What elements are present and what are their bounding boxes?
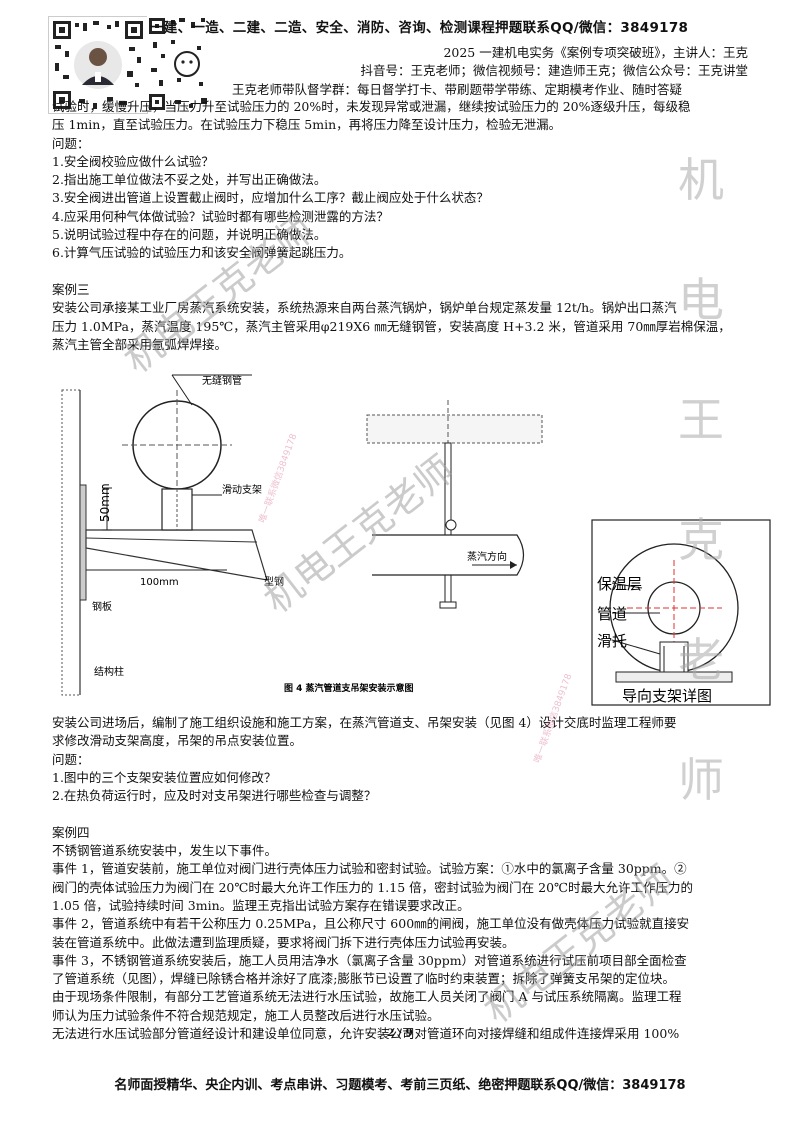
paragraph: 1.图中的三个支架安装位置应如何修改？	[52, 769, 277, 785]
paragraph: 事件 1，管道安装前，施工单位对阀门进行壳体压力试验和密封试验。试验方案：①水中…	[52, 861, 687, 877]
paragraph: 6.计算气压试验的试验压力和该安全阀弹簧起跳压力。	[52, 245, 352, 261]
steel-plate-label: 钢板	[92, 600, 112, 613]
paragraph: 安装公司承接某工业厂房蒸汽系统安装，系统热源来自两台蒸汽锅炉，锅炉单台规定蒸发量…	[52, 300, 677, 316]
section-steel-label: 型钢	[264, 575, 284, 588]
section-heading: 案例四	[52, 824, 90, 840]
paragraph: 2.在热负荷运行时，应及时对支吊架进行哪些检查与调整？	[52, 788, 377, 804]
paragraph: 由于现场条件限制，有部分工艺管道系统无法进行水压试验，故施工人员关闭了阀门 A …	[52, 989, 682, 1005]
top-banner: 一建、一造、二建、二造、安全、消防、咨询、检测课程押题联系QQ/微信：38491…	[150, 20, 689, 36]
header-social-line: 抖音号：王克老师；微信视频号：建造师王克；微信公众号：王克讲堂	[360, 63, 748, 78]
seamless-pipe-label: 无缝钢管	[202, 374, 242, 387]
paragraph: 事件 3，不锈钢管道系统安装后，施工人员用洁净水（氯离子含量 30ppm）对管道…	[52, 952, 687, 968]
steam-direction-label: 蒸汽方向	[467, 550, 507, 563]
insulation-label: 保温层	[597, 575, 642, 593]
paragraph: 不锈钢管道系统安装中，发生以下事件。	[52, 843, 278, 859]
paragraph: 压力 1.0MPa，蒸汽温度 195℃，蒸汽主管采用φ219X6 ㎜无缝钢管，安…	[52, 318, 731, 334]
ceiling-slab-shape	[366, 414, 543, 444]
paragraph: 了管道系统（见图），焊缝已除锈合格并涂好了底漆;膨胀节已设置了临时约束装置；拆除…	[52, 971, 675, 987]
detail-title-label: 导向支架详图	[622, 687, 712, 705]
paragraph: 求修改滑动支架高度，吊架的吊点安装位置。	[52, 733, 303, 749]
paragraph: 蒸汽主管全部采用氩弧焊焊接。	[52, 336, 228, 352]
header-course-line: 2025 一建机电实务《案例专项突破班》，主讲人：王克	[443, 45, 748, 60]
paragraph: 试验时，缓慢升压，当压力升至试验压力的 20%时，未发现异常或泄漏，继续按试验压…	[52, 99, 691, 114]
footer-banner: 名师面授精华、央企内训、考点串讲、习题模考、考前三页纸、绝密押题联系QQ/微信：…	[114, 1078, 686, 1093]
figure-caption: 图 4 蒸汽管道支吊架安装示意图	[284, 682, 414, 694]
paragraph: 安装公司进场后，编制了施工组织设施和施工方案，在蒸汽管道支、吊架安装（见图 4）…	[52, 715, 677, 730]
paragraph: 3.安全阀进出管道上设置截止阀时，应增加什么工序？截止阀应处于什么状态？	[52, 190, 489, 206]
qr-code-image	[48, 16, 148, 114]
paragraph: 2.指出施工单位做法不妥之处，并写出正确做法。	[52, 172, 327, 188]
steel-plate-shape	[79, 484, 87, 601]
paragraph: 1.05 倍，试验持续时间 3min。监理王克指出试验方案存在错误要求改正。	[52, 897, 470, 913]
paragraph: 5.说明试验过程中存在的问题，并说明正确做法。	[52, 227, 327, 243]
paragraph: 阀门的壳体试验压力为阀门在 20℃时最大允许工作压力的 1.15 倍，密封试验为…	[52, 879, 694, 895]
paragraph: 事件 2，管道系统中有若干公称压力 0.25MPa，且公称尺寸 600㎜的闸阀，…	[52, 916, 690, 932]
header-study-group-line: 王克老师带队督学群：每日督学打卡、带刷题带学带练、定期模考作业、随时答疑	[232, 82, 683, 97]
paragraph: 1.安全阀校验应做什么试验？	[52, 153, 214, 169]
paragraph: 师认为压力试验条件不符合规范规定，施工人员整改后进行水压试验。	[52, 1007, 440, 1023]
paragraph: 4.应采用何种气体做试验？试验时都有哪些检测泄露的方法？	[52, 208, 389, 224]
section-steel-beam	[85, 529, 268, 581]
paragraph: 问题：	[52, 135, 90, 151]
paragraph: 问题：	[52, 751, 90, 767]
paragraph: 无法进行水压试验部分管道经设计和建设单位同意，允许安装公司对管道环向对接焊缝和组…	[52, 1026, 680, 1042]
pipe-support-figure: 50mm 100mm 无缝钢管 滑动支架 型钢 钢板 结构柱 蒸汽方向 图 4 …	[61, 374, 771, 706]
text-block-bottom: 安装公司进场后，编制了施工组织设施和施工方案，在蒸汽管道支、吊架安装（见图 4）…	[52, 714, 752, 1043]
section-heading: 案例三	[52, 281, 90, 297]
text-block-top: 试验时，缓慢升压，当压力升至试验压力的 20%时，未发现异常或泄漏，继续按试验压…	[52, 98, 752, 354]
structural-column-shape	[61, 389, 81, 696]
paragraph	[52, 805, 752, 823]
structural-column-label: 结构柱	[94, 665, 124, 678]
sliding-support-label: 滑动支架	[222, 484, 262, 496]
paragraph	[52, 263, 752, 281]
paragraph: 装在管道系统中。此做法遭到监理质疑，要求将阀门拆下进行壳体压力试验再安装。	[52, 934, 515, 950]
slide-shoe-label: 滑托	[597, 632, 627, 650]
page-number: 2 / 9	[387, 1027, 413, 1039]
dim-50mm-label: 50mm	[98, 483, 112, 522]
pipe-detail-label: 管道	[597, 605, 627, 623]
paragraph: 压 1min，直至试验压力。在试验压力下稳压 5min，再将压力降至设计压力，检…	[52, 117, 562, 133]
dim-100mm-label: 100mm	[140, 577, 179, 588]
guide-base-plate	[615, 671, 733, 683]
qr-code-wechat-image	[147, 16, 227, 112]
